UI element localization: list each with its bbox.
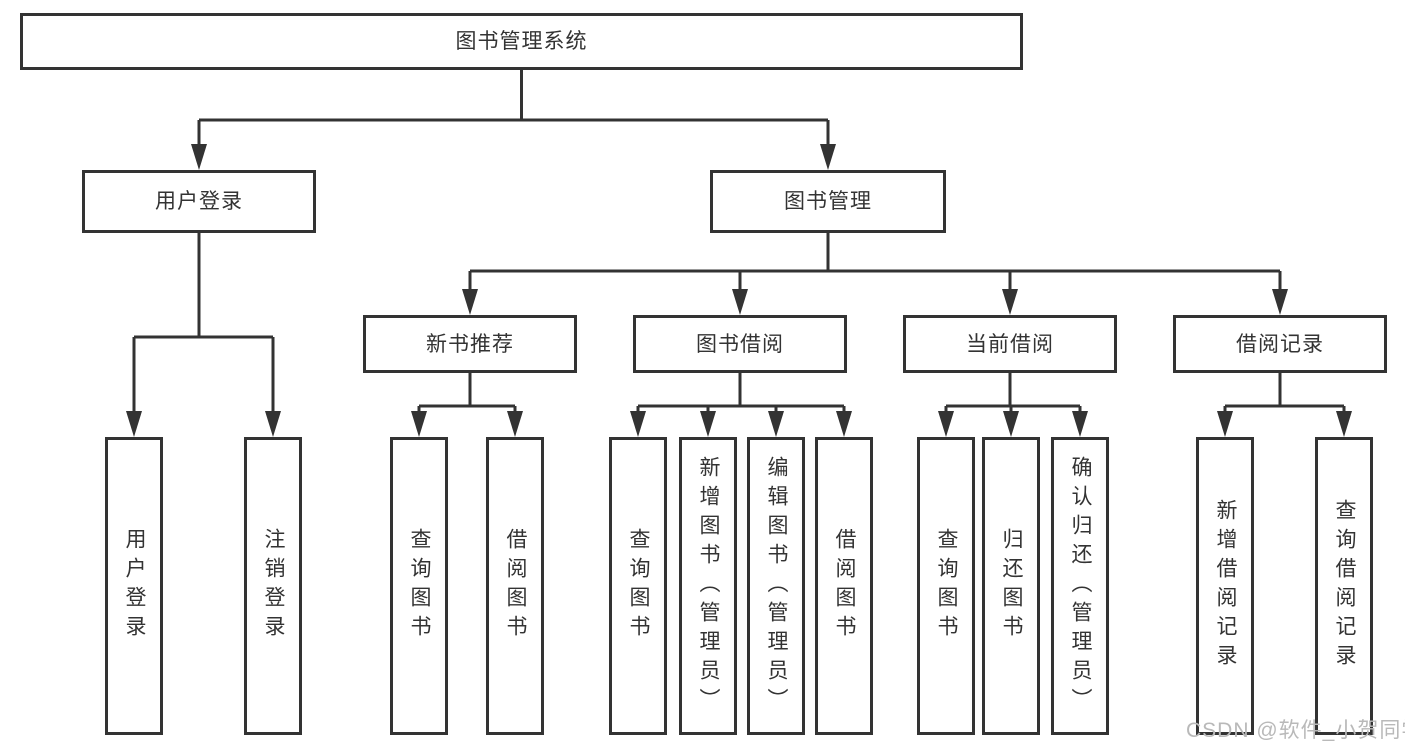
arrowhead: [630, 411, 646, 437]
node-book-management: 图书管理: [710, 170, 946, 233]
leaf-user-login: 用户登录: [105, 437, 163, 735]
arrowhead: [732, 289, 748, 315]
leaf-confirm-return-admin: 确认归还（管理员）: [1051, 437, 1109, 735]
node-root-library-system: 图书管理系统: [20, 13, 1023, 70]
leaf-add-books-admin: 新增图书（管理员）: [679, 437, 737, 735]
connector-book-management-modules: [468, 233, 1282, 291]
arrowhead: [820, 144, 836, 170]
node-book-borrowing: 图书借阅: [633, 315, 847, 373]
arrowhead: [1217, 411, 1233, 437]
arrowhead: [411, 411, 427, 437]
leaf-query-books-borrow: 查询图书: [609, 437, 667, 735]
arrowhead: [507, 411, 523, 437]
leaf-query-books-current: 查询图书: [917, 437, 975, 735]
connector-book-borrow-children: [636, 373, 846, 414]
connector-user-login-children: [132, 233, 275, 413]
arrowhead: [938, 411, 954, 437]
connector-new-book-children: [417, 373, 517, 414]
leaf-query-books-recommend: 查询图书: [390, 437, 448, 735]
node-current-borrowing: 当前借阅: [903, 315, 1117, 373]
node-user-login: 用户登录: [82, 170, 316, 233]
arrowhead: [191, 144, 207, 170]
leaf-add-borrow-record: 新增借阅记录: [1196, 437, 1254, 735]
arrowhead: [1272, 289, 1288, 315]
arrowhead: [700, 411, 716, 437]
leaf-edit-books-admin: 编辑图书（管理员）: [747, 437, 805, 735]
leaf-return-books: 归还图书: [982, 437, 1040, 735]
arrowhead: [768, 411, 784, 437]
connector-borrow-record-children: [1223, 373, 1346, 414]
node-borrowing-records: 借阅记录: [1173, 315, 1387, 373]
connector-current-borrow-children: [944, 373, 1082, 414]
arrowhead: [126, 411, 142, 437]
leaf-borrow-books-recommend: 借阅图书: [486, 437, 544, 735]
leaf-logout: 注销登录: [244, 437, 302, 735]
arrowhead: [1072, 411, 1088, 437]
arrowhead: [836, 411, 852, 437]
arrowhead: [265, 411, 281, 437]
csdn-watermark: CSDN @软件_小贺同学: [1186, 719, 1405, 742]
arrowhead: [1336, 411, 1352, 437]
leaf-borrow-books: 借阅图书: [815, 437, 873, 735]
arrowhead: [1003, 411, 1019, 437]
node-new-book-recommendation: 新书推荐: [363, 315, 577, 373]
arrowhead: [462, 289, 478, 315]
connector-root-to-level2: [197, 69, 830, 146]
arrowhead: [1002, 289, 1018, 315]
leaf-query-borrow-record: 查询借阅记录: [1315, 437, 1373, 735]
